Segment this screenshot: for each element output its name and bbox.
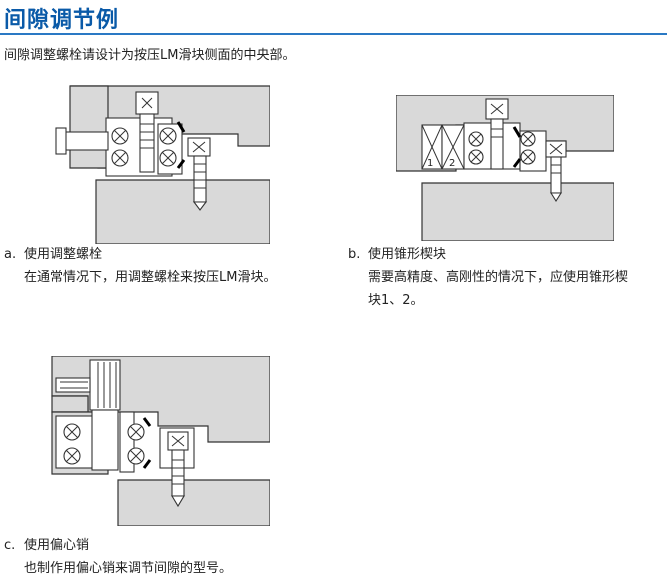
caption-b-line-1: 需要高精度、高刚性的情况下，应使用锥形楔 — [368, 270, 629, 285]
gib-label-2: 2 — [449, 158, 455, 169]
caption-b-heading: 使用锥形楔块 — [368, 247, 447, 262]
caption-c: c. 使用偏心销 也制作用偏心销来调节间隙的型号。 — [4, 534, 232, 580]
intro-text: 间隙调整螺栓请设计为按压LM滑块侧面的中央部。 — [4, 48, 296, 63]
page-title: 间隙调节例 — [4, 8, 120, 33]
caption-b: b. 使用锥形楔块 需要高精度、高刚性的情况下，应使用锥形楔 块1、2。 — [348, 243, 666, 312]
figure-a-adjusting-bolt — [55, 85, 270, 244]
caption-c-heading: 使用偏心销 — [24, 538, 90, 553]
caption-b-marker: b. — [348, 247, 361, 262]
caption-c-marker: c. — [4, 538, 16, 553]
title-bar: 间隙调节例 — [0, 0, 667, 35]
gib-label-1: 1 — [427, 158, 433, 169]
caption-b-line-2: 块1、2。 — [368, 293, 424, 308]
caption-a-heading: 使用调整螺栓 — [24, 247, 103, 262]
caption-a-marker: a. — [4, 247, 17, 262]
caption-a: a. 使用调整螺栓 在通常情况下，用调整螺栓来按压LM滑块。 — [4, 243, 276, 289]
caption-a-line-1: 在通常情况下，用调整螺栓来按压LM滑块。 — [24, 270, 277, 285]
figure-b-tapered-gib: 1 2 — [396, 95, 614, 241]
title-underline — [0, 33, 667, 35]
caption-c-line-1: 也制作用偏心销来调节间隙的型号。 — [24, 561, 233, 576]
figure-c-eccentric-pin — [51, 356, 270, 526]
